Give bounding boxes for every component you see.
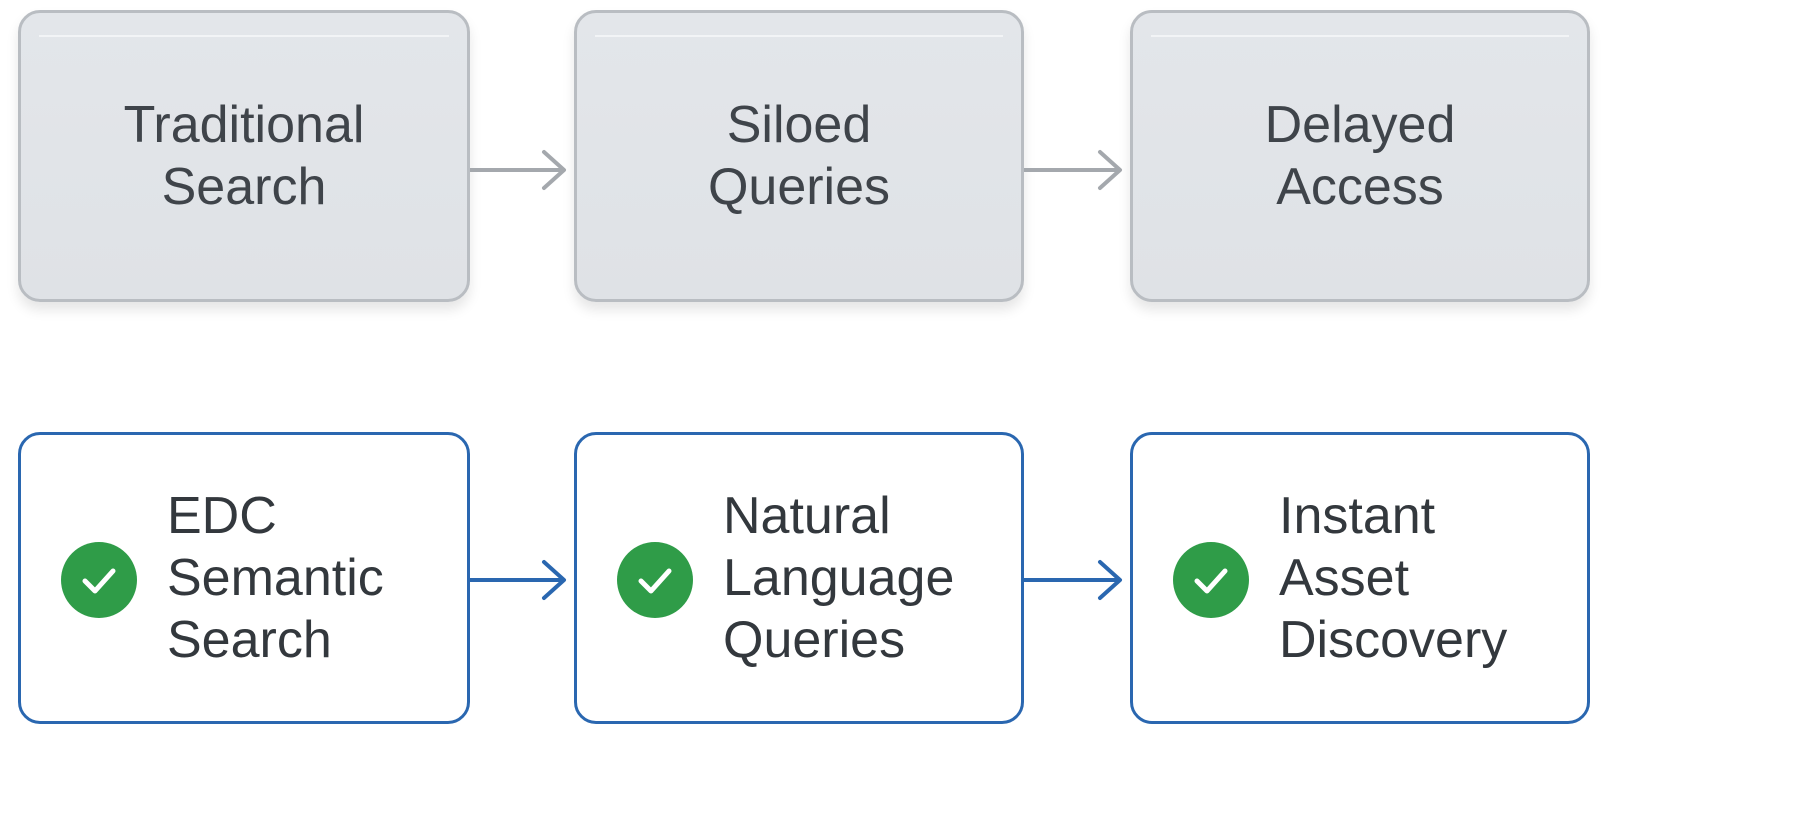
traditional-arrow-right-icon: [1024, 150, 1122, 190]
step-label: Siloed Queries: [707, 96, 891, 216]
edc-step-instant-asset-discovery: Instant Asset Discovery: [1130, 432, 1590, 724]
edc-step-natural-language-queries: Natural Language Queries: [574, 432, 1024, 724]
step-label: Traditional Search: [123, 96, 365, 216]
traditional-step-delayed-access: Delayed Access: [1130, 10, 1590, 302]
check-circle-icon: [1173, 542, 1249, 618]
check-circle-icon: [617, 542, 693, 618]
step-label: EDC Semantic Search: [167, 487, 384, 669]
step-label: Delayed Access: [1264, 96, 1456, 216]
traditional-step-siloed-queries: Siloed Queries: [574, 10, 1024, 302]
check-circle-icon: [61, 542, 137, 618]
step-label: Instant Asset Discovery: [1279, 487, 1508, 669]
traditional-arrow-right-icon: [470, 150, 566, 190]
traditional-step-traditional-search: Traditional Search: [18, 10, 470, 302]
edc-step-semantic-search: EDC Semantic Search: [18, 432, 470, 724]
step-label: Natural Language Queries: [723, 487, 955, 669]
edc-arrow-right-icon: [1024, 560, 1122, 600]
edc-arrow-right-icon: [470, 560, 566, 600]
